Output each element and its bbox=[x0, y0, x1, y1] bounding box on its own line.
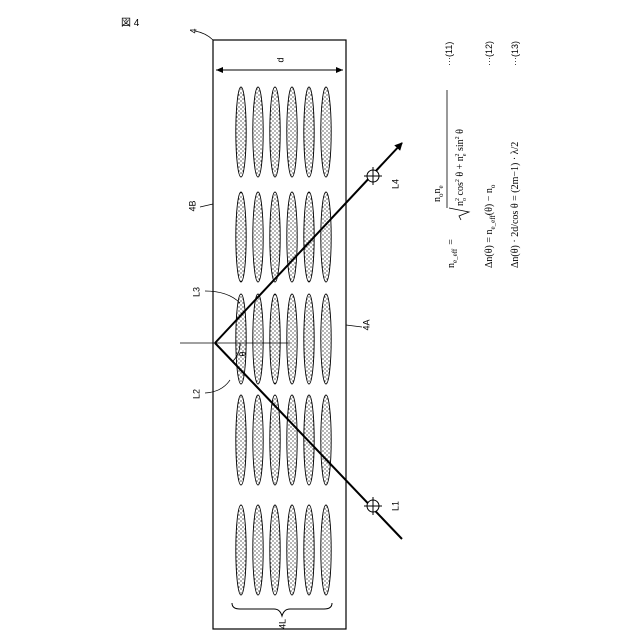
lc-molecule bbox=[270, 294, 280, 384]
lc-molecule bbox=[304, 505, 314, 595]
lc-molecule bbox=[253, 192, 263, 282]
lc-molecule bbox=[287, 294, 297, 384]
lc-molecule bbox=[236, 87, 246, 177]
lc-molecule bbox=[304, 294, 314, 384]
lc-molecule bbox=[253, 505, 263, 595]
lc-molecule bbox=[236, 505, 246, 595]
label-element-4: 4 bbox=[188, 28, 198, 33]
equation-13: Δn(θ) · 2d/cos θ = (2m−1) · λ/2 ···(13) bbox=[510, 41, 521, 268]
label-layer-4l: 4L bbox=[277, 619, 287, 629]
label-ray-l2: L2 bbox=[191, 389, 201, 399]
lc-molecule bbox=[321, 192, 331, 282]
svg-text:ne_eff=: ne_eff= bbox=[446, 239, 459, 268]
label-ray-l3: L3 bbox=[191, 287, 201, 297]
equation-12: Δn(θ) = ne_eff(θ) − no ···(12) bbox=[484, 41, 497, 268]
polarization-symbol-l1 bbox=[364, 497, 382, 515]
svg-text:none: none bbox=[432, 185, 445, 202]
label-ray-l4: L4 bbox=[390, 179, 400, 189]
svg-text:no2 cos2 θ + ne2 sin2 θ: no2 cos2 θ + ne2 sin2 θ bbox=[455, 129, 468, 206]
svg-text:···(11): ···(11) bbox=[444, 42, 454, 66]
leader-surface-4a bbox=[346, 325, 362, 327]
label-ray-l1: L1 bbox=[390, 501, 400, 511]
lc-molecule bbox=[236, 395, 246, 485]
lc-molecule bbox=[287, 505, 297, 595]
lc-molecule bbox=[236, 192, 246, 282]
lc-molecule bbox=[321, 505, 331, 595]
lc-molecule bbox=[321, 294, 331, 384]
lc-molecule bbox=[287, 192, 297, 282]
lc-molecule bbox=[287, 395, 297, 485]
lc-molecule bbox=[270, 192, 280, 282]
label-surface-4b: 4B bbox=[187, 200, 197, 211]
lc-molecule bbox=[253, 87, 263, 177]
label-surface-4a: 4A bbox=[361, 319, 371, 330]
lc-molecule bbox=[321, 395, 331, 485]
lc-molecule bbox=[287, 87, 297, 177]
leader-surface-4b bbox=[200, 204, 213, 207]
lc-molecule bbox=[304, 87, 314, 177]
label-angle-theta: θ bbox=[237, 351, 247, 356]
svg-text:Δn(θ) · 2d/cos θ = (2m−1) · λ/: Δn(θ) · 2d/cos θ = (2m−1) · λ/2 bbox=[510, 142, 521, 268]
polarization-symbol-l4 bbox=[364, 167, 382, 185]
svg-text:···(13): ···(13) bbox=[510, 41, 520, 66]
lc-molecule bbox=[253, 294, 263, 384]
svg-text:Δn(θ) = ne_eff(θ) − no: Δn(θ) = ne_eff(θ) − no bbox=[484, 184, 497, 268]
lc-molecule bbox=[270, 87, 280, 177]
lc-molecule bbox=[270, 505, 280, 595]
lc-molecule bbox=[304, 395, 314, 485]
svg-text:···(12): ···(12) bbox=[484, 41, 494, 66]
lc-molecule bbox=[321, 87, 331, 177]
lc-molecule bbox=[304, 192, 314, 282]
label-thickness-d: d bbox=[275, 57, 285, 62]
equation-11: ne_eff= none no2 cos2 θ + ne2 sin2 θ ···… bbox=[432, 42, 469, 268]
lc-molecule bbox=[253, 395, 263, 485]
